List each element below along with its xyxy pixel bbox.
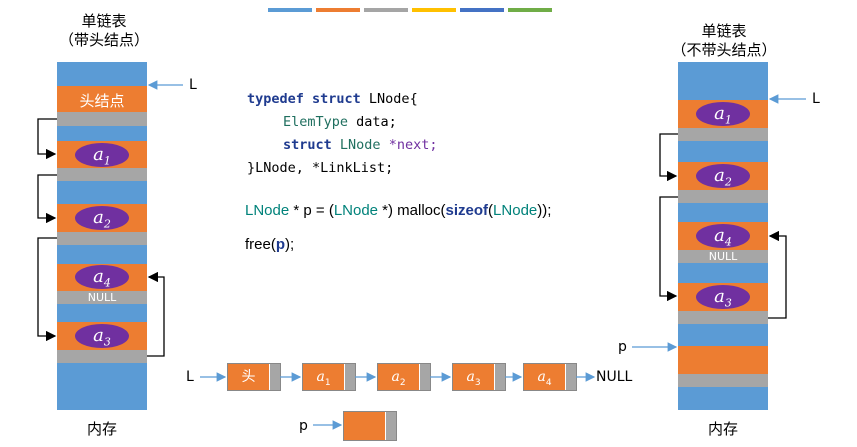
right-link-a3-a4 — [768, 230, 787, 319]
new-node-pointer: p — [299, 418, 308, 434]
list-head-pointer: L — [186, 369, 194, 385]
color-bar — [412, 8, 456, 12]
right-oval-a2: a2 — [696, 164, 750, 189]
color-bar — [460, 8, 504, 12]
color-bar — [364, 8, 408, 12]
struct-definition: typedef struct LNode{ ElemType data; struc… — [247, 88, 437, 180]
list-head-node: 头 — [227, 363, 281, 391]
right-next-a1 — [678, 128, 768, 141]
right-oval-a3: a3 — [696, 285, 750, 310]
right-title-line2: （不带头结点） — [671, 41, 777, 59]
left-title-line2: （带头结点） — [58, 31, 149, 49]
left-link-a1-a2 — [37, 174, 57, 224]
right-link-a1-a2 — [659, 133, 678, 182]
left-next-a1 — [57, 168, 147, 181]
right-p-label: p — [618, 339, 627, 355]
left-null-label: NULL — [87, 291, 117, 304]
list-node-a3: a3 — [452, 363, 506, 391]
list-node-a4: a4 — [523, 363, 577, 391]
right-memory-title: 单链表 （不带头结点） — [660, 22, 788, 60]
color-bar — [316, 8, 360, 12]
left-oval-a3: a3 — [75, 324, 129, 349]
left-link-a2-a3 — [37, 237, 57, 342]
right-next-a4 — [678, 250, 768, 263]
right-oval-a4: a4 — [696, 224, 750, 249]
list-node-a2: a2 — [377, 363, 431, 391]
left-link-a3-a4 — [147, 271, 165, 357]
right-link-a2-a3 — [659, 196, 678, 302]
left-head-next — [57, 112, 147, 126]
left-link-head-a1 — [37, 118, 57, 160]
left-head-label: 头结点 — [79, 92, 125, 110]
left-oval-a4: a4 — [75, 265, 129, 290]
left-memory-title: 单链表 （带头结点） — [40, 12, 168, 50]
left-title-line1: 单链表 — [81, 12, 127, 30]
right-title-line1: 单链表 — [701, 22, 747, 40]
left-oval-a1: a1 — [75, 143, 129, 168]
left-next-a2 — [57, 232, 147, 245]
list-null-tail: NULL — [596, 369, 633, 385]
right-oval-a1: a1 — [696, 102, 750, 127]
right-next-a3 — [678, 311, 768, 324]
list-node-a1: a1 — [302, 363, 356, 391]
free-statement: free(p); — [245, 236, 295, 253]
left-oval-a2: a2 — [75, 206, 129, 231]
color-bar — [268, 8, 312, 12]
right-pointer-label: L — [812, 91, 820, 107]
new-node — [343, 411, 397, 441]
code-line-1: typedef struct LNode{ — [247, 91, 418, 107]
right-null-label: NULL — [708, 250, 738, 263]
list-head-label: 头 — [228, 364, 269, 390]
left-next-a4 — [57, 291, 147, 304]
left-pointer-label: L — [189, 77, 197, 93]
right-node-new — [678, 346, 768, 374]
left-memory-footer: 内存 — [86, 420, 117, 438]
code-line-3: struct LNode *next; — [283, 137, 438, 153]
right-memory-footer: 内存 — [707, 420, 738, 438]
left-head-node — [57, 86, 147, 112]
code-line-2: ElemType data; — [283, 114, 397, 130]
code-line-4: }LNode, *LinkList; — [247, 160, 394, 176]
left-next-a3 — [57, 350, 147, 363]
right-next-new — [678, 374, 768, 387]
color-bar — [508, 8, 552, 12]
right-next-a2 — [678, 190, 768, 203]
malloc-statement: LNode * p = (LNode *) malloc(sizeof(LNod… — [245, 202, 552, 219]
